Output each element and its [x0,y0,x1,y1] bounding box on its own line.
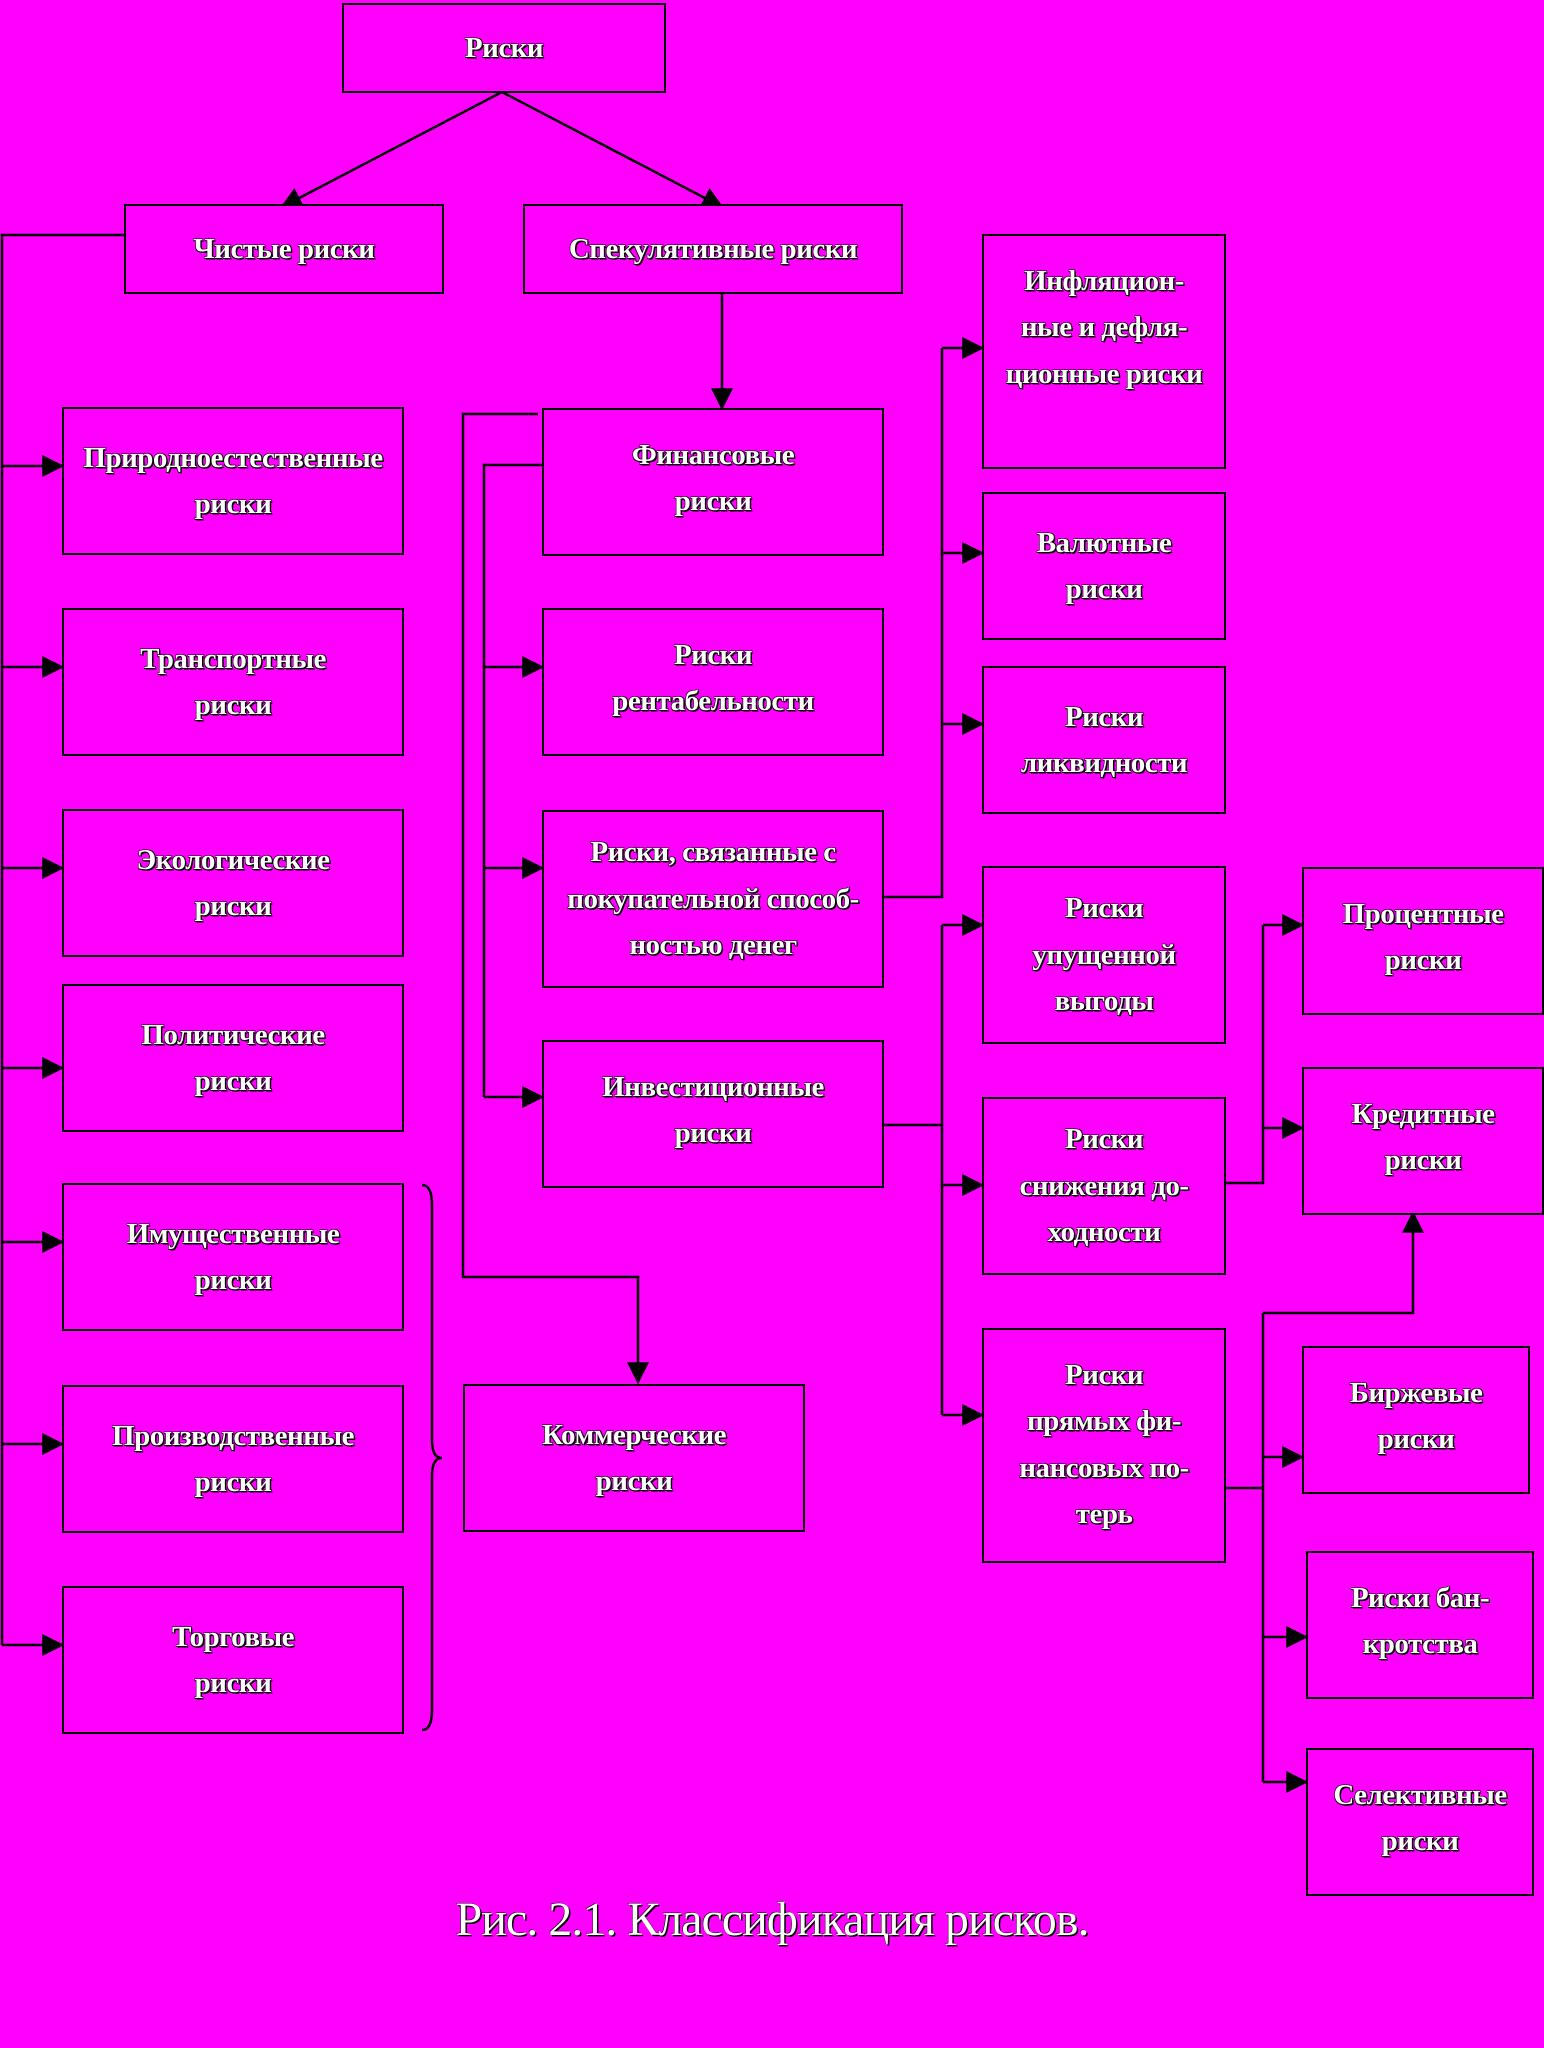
direct-financial-losses-risks-box: Риски прямых фи- нансовых по- терь [982,1328,1226,1563]
lost-profit-risks-box: Риски упущенной выгоды [982,866,1226,1044]
bankruptcy-risks-box: Риски бан- кротства [1306,1551,1534,1699]
natural-risks-box: Природноестественные риски [62,407,404,555]
investment-risks-box: Инвестиционные риски [542,1040,884,1188]
speculative-risks-box: Спекулятивные риски [523,204,903,294]
commercial-risks-box: Коммерческие риски [463,1384,805,1532]
inflation-deflation-risks-box: Инфляцион- ные и дефля- ционные риски [982,234,1226,469]
pure-risks-box: Чистые риски [124,204,444,294]
property-risks-box: Имущественные риски [62,1183,404,1331]
financial-risks-box: Финансовые риски [542,408,884,556]
production-risks-box: Производственные риски [62,1385,404,1533]
root-risks-box: Риски [342,3,666,93]
trade-risks-box: Торговые риски [62,1586,404,1734]
interest-rate-risks-box: Процентные риски [1302,867,1544,1015]
exchange-risks-box: Биржевые риски [1302,1346,1530,1494]
yield-decline-risks-box: Риски снижения до- ходности [982,1097,1226,1275]
selective-risks-box: Селективные риски [1306,1748,1534,1896]
liquidity-risks-box: Риски ликвидности [982,666,1226,814]
credit-risks-box: Кредитные риски [1302,1067,1544,1215]
currency-risks-box: Валютные риски [982,492,1226,640]
purchasing-power-risks-box: Риски, связанные с покупательной способ-… [542,810,884,988]
profitability-risks-box: Риски рентабельности [542,608,884,756]
political-risks-box: Политические риски [62,984,404,1132]
transport-risks-box: Транспортные риски [62,608,404,756]
figure-caption: Рис. 2.1. Классификация рисков. [455,1893,1090,1946]
ecological-risks-box: Экологические риски [62,809,404,957]
